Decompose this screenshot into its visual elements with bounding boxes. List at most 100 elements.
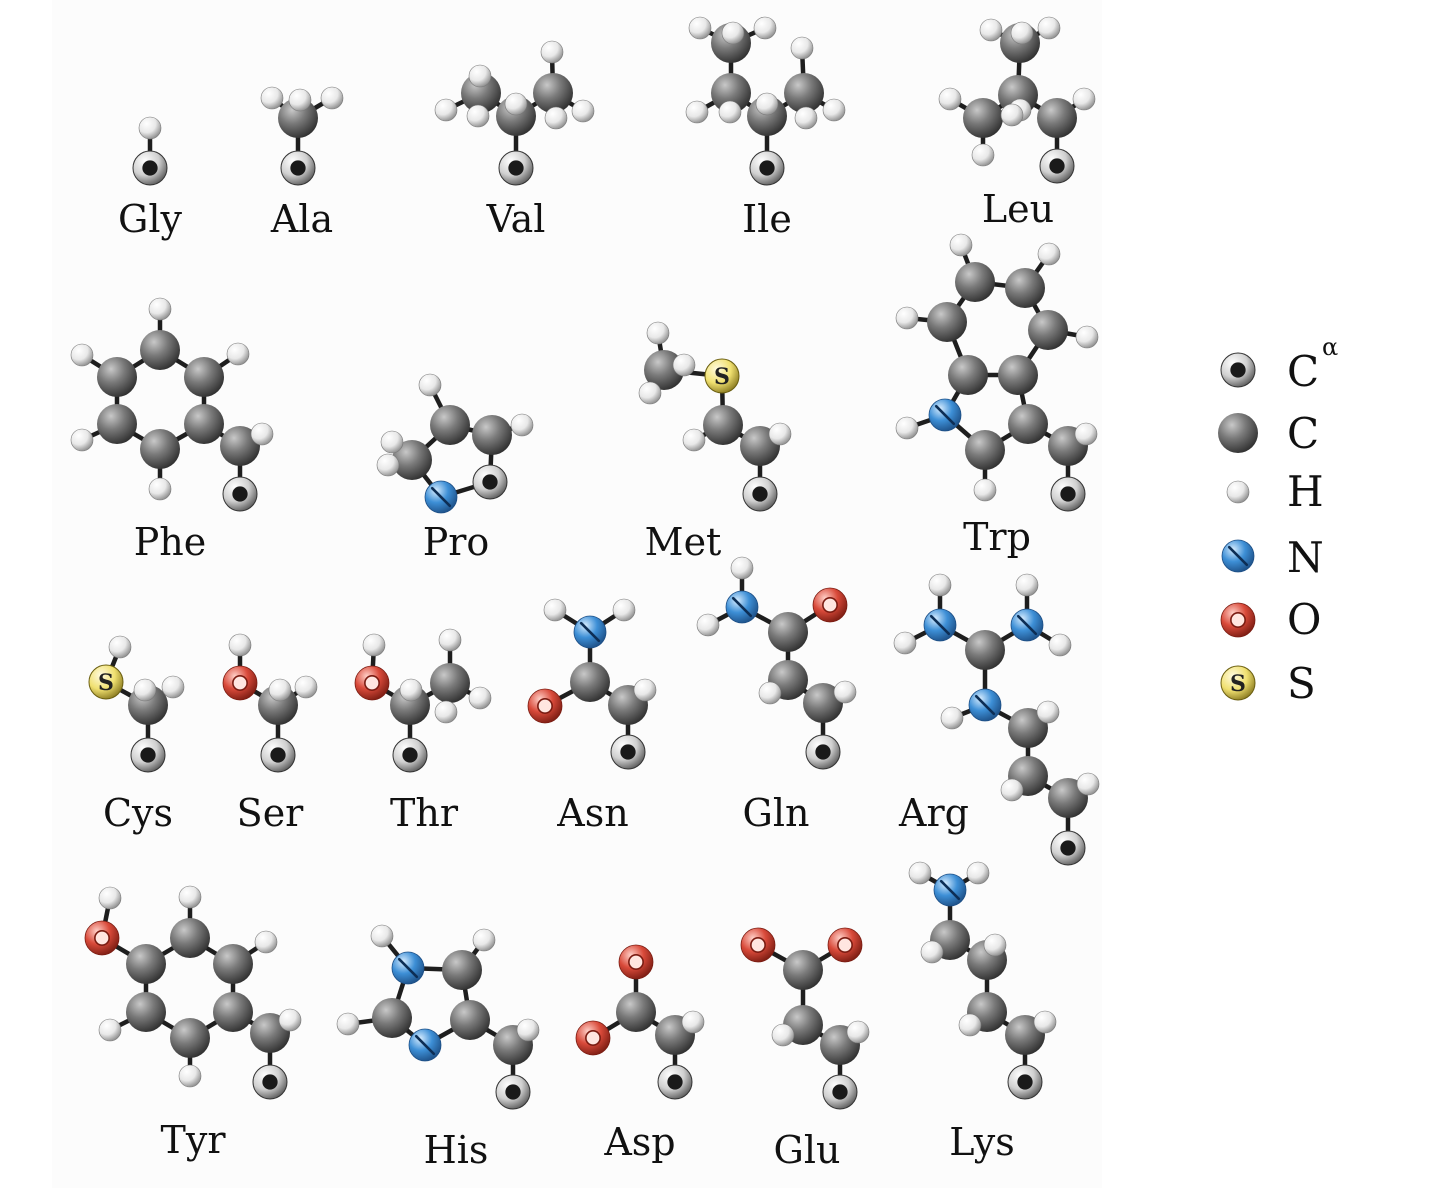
legend-sulfur-icon: S <box>1220 665 1256 701</box>
legend-symbols: S <box>1218 352 1258 701</box>
legend-oxygen-text: O <box>1287 595 1321 644</box>
carbon-atom <box>97 357 137 397</box>
calpha-atom <box>132 150 168 186</box>
carbon-atom <box>126 944 166 984</box>
label-pro: Pro <box>423 520 490 564</box>
hydrogen-atom <box>510 413 534 437</box>
hydrogen-atom <box>681 1010 705 1034</box>
carbon-atom <box>948 355 988 395</box>
legend-hydrogen-icon <box>1226 480 1250 504</box>
label-val: Val <box>486 197 546 241</box>
gln-molecule <box>696 556 857 770</box>
svg-text:S: S <box>1230 671 1246 697</box>
pro-molecule <box>376 373 534 514</box>
hydrogen-atom <box>718 100 742 124</box>
carbon-atom <box>1028 310 1068 350</box>
nitrogen-atom <box>968 688 1002 722</box>
legend-sulfur-text: S <box>1287 659 1316 708</box>
carbon-atom <box>1008 708 1048 748</box>
hydrogen-atom <box>370 924 394 948</box>
hydrogen-atom <box>380 430 404 454</box>
hydrogen-atom <box>696 613 720 637</box>
label-cys: Cys <box>103 791 173 835</box>
oxygen-atom <box>575 1020 611 1056</box>
sulfur-atom: S <box>88 664 124 700</box>
hydrogen-atom <box>920 940 944 964</box>
tyr-molecule <box>84 885 302 1100</box>
hydrogen-atom <box>682 428 706 452</box>
legend-oxygen-icon <box>1220 602 1256 638</box>
legend-nitrogen-text: N <box>1287 533 1324 582</box>
carbon-atom <box>703 405 743 445</box>
carbon-atom <box>278 98 318 138</box>
label-ile: Ile <box>742 197 792 241</box>
nitrogen-atom <box>725 590 759 624</box>
carbon-atom <box>184 357 224 397</box>
carbon-atom <box>430 663 470 703</box>
hydrogen-atom <box>260 86 284 110</box>
calpha-atom <box>742 476 778 512</box>
hydrogen-atom <box>1010 21 1034 45</box>
calpha-atom <box>498 150 534 186</box>
nitrogen-atom <box>424 480 458 514</box>
hydrogen-atom <box>1037 242 1061 266</box>
hydrogen-atom <box>688 16 712 40</box>
hydrogen-atom <box>543 598 567 622</box>
lys-molecule <box>908 861 1057 1100</box>
hydrogen-atom <box>268 678 292 702</box>
hydrogen-atom <box>288 88 312 112</box>
hydrogen-atom <box>612 598 636 622</box>
hydrogen-atom <box>228 633 252 657</box>
hydrogen-atom <box>540 40 564 64</box>
hydrogen-atom <box>516 1018 540 1042</box>
carbon-atom <box>442 950 482 990</box>
hydrogen-atom <box>928 573 952 597</box>
nitrogen-atom <box>408 1028 442 1062</box>
hydrogen-atom <box>278 1008 302 1032</box>
carbon-atom <box>616 992 656 1032</box>
oxygen-atom <box>84 920 120 956</box>
calpha-atom <box>749 150 785 186</box>
calpha-atom <box>222 476 258 512</box>
hydrogen-atom <box>721 21 745 45</box>
cys-molecule: S <box>88 635 185 773</box>
hydrogen-atom <box>973 478 997 502</box>
gly-molecule <box>132 116 168 186</box>
hydrogen-atom <box>790 36 814 60</box>
hydrogen-atom <box>949 233 973 257</box>
phe-molecule <box>70 297 274 512</box>
calpha-atom <box>822 1074 858 1110</box>
hydrogen-atom <box>940 706 964 730</box>
hydrogen-atom <box>466 104 490 128</box>
carbon-atom <box>1008 404 1048 444</box>
hydrogen-atom <box>336 1012 360 1036</box>
val-molecule <box>434 40 595 186</box>
hydrogen-atom <box>178 885 202 909</box>
hydrogen-atom <box>1033 1010 1057 1034</box>
carbon-atom <box>963 98 1003 138</box>
nitrogen-atom <box>391 951 425 985</box>
hydrogen-atom <box>1076 772 1100 796</box>
carbon-atom <box>140 429 180 469</box>
hydrogen-atom <box>418 373 442 397</box>
amino-acid-labels: Gly Ala Val Ile Leu Phe Pro Met Trp Cys … <box>103 187 1054 1172</box>
carbon-atom <box>220 426 260 466</box>
carbon-atom <box>803 683 843 723</box>
hydrogen-atom <box>148 297 172 321</box>
hydrogen-atom <box>646 321 670 345</box>
hydrogen-atom <box>794 106 818 130</box>
carbon-atom <box>461 73 501 113</box>
hydrogen-atom <box>633 678 657 702</box>
hydrogen-atom <box>958 1013 982 1037</box>
hydrogen-atom <box>70 428 94 452</box>
carbon-atom <box>126 992 166 1032</box>
hydrogen-atom <box>768 422 792 446</box>
label-gln: Gln <box>743 791 810 835</box>
hydrogen-atom <box>979 18 1003 42</box>
thr-molecule <box>354 628 492 773</box>
hydrogen-atom <box>376 453 400 477</box>
hydrogen-atom <box>70 343 94 367</box>
label-asp: Asp <box>603 1120 675 1164</box>
label-tyr: Tyr <box>161 1118 227 1162</box>
